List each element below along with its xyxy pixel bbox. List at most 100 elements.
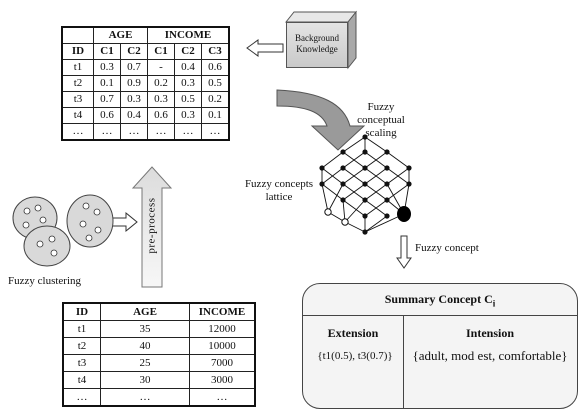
table-cell: … bbox=[201, 123, 230, 141]
lattice-label-line-1: Fuzzy concepts bbox=[244, 178, 314, 190]
lattice-node-hollow bbox=[324, 208, 332, 216]
lattice-label-line-2: lattice bbox=[265, 191, 293, 203]
table-cell: 0.4 bbox=[120, 107, 148, 124]
knowledge-box-side bbox=[347, 10, 357, 70]
table-cell: 0.7 bbox=[93, 91, 121, 108]
intension-label: Intension bbox=[465, 326, 515, 340]
background-knowledge-label-1: Background bbox=[295, 33, 339, 43]
fuzzy-concepts-lattice-label: Fuzzy concepts lattice bbox=[238, 178, 320, 204]
table-cell: 0.3 bbox=[174, 107, 202, 124]
table-header-income: INCOME bbox=[147, 26, 230, 44]
summary-concept-card: Summary Concept Ci Extension Intension {… bbox=[302, 283, 578, 409]
extension-value: {t1(0.5), t3(0.7)} bbox=[317, 350, 393, 362]
table-cell: … bbox=[120, 123, 148, 141]
fuzzy-clustering-label: Fuzzy clustering bbox=[8, 275, 82, 287]
knowledge-box-top bbox=[284, 11, 358, 23]
table-cell: … bbox=[174, 123, 202, 141]
table-cell: 3000 bbox=[189, 371, 256, 389]
preprocess-label: pre-process bbox=[145, 197, 158, 254]
table-cell: 25 bbox=[100, 354, 190, 372]
table-header-age: AGE bbox=[93, 26, 148, 44]
table-cell: t4 bbox=[61, 107, 94, 124]
table-cell: 0.3 bbox=[93, 59, 121, 76]
lattice-edges bbox=[321, 136, 410, 233]
table-cell: … bbox=[147, 123, 175, 141]
table-cell: 0.5 bbox=[174, 91, 202, 108]
table-cell: 0.6 bbox=[201, 59, 230, 76]
table-cell: … bbox=[62, 388, 101, 407]
table-cell: 0.9 bbox=[120, 75, 148, 92]
table-cell: 0.6 bbox=[147, 107, 175, 124]
table-header: AGE bbox=[100, 302, 190, 321]
cluster-points bbox=[22, 202, 102, 257]
table-cell: 0.3 bbox=[120, 91, 148, 108]
cluster-bottom bbox=[23, 225, 71, 267]
cluster-group bbox=[12, 194, 114, 267]
table-header: C3 bbox=[201, 43, 230, 60]
knowledge-arrow bbox=[246, 39, 284, 57]
background-knowledge-box: Background Knowledge bbox=[286, 22, 348, 68]
table-header: C1 bbox=[147, 43, 175, 60]
table-cell: - bbox=[147, 59, 175, 76]
summary-title-text: Summary Concept C bbox=[384, 292, 493, 306]
table-cell: t4 bbox=[62, 371, 101, 389]
summary-divider bbox=[403, 315, 404, 408]
summary-title-subscript: i bbox=[492, 298, 496, 309]
table-sub-header-row: ID C1 C2 C1 C2 C3 bbox=[61, 43, 230, 60]
table-cell: t2 bbox=[62, 337, 101, 355]
table-header bbox=[61, 26, 94, 44]
table-cell: 40 bbox=[100, 337, 190, 355]
intension-value: {adult, mod est, comfortable} bbox=[412, 348, 568, 363]
table-cell: 10000 bbox=[189, 337, 256, 355]
cluster-right bbox=[66, 194, 114, 248]
table-header: C1 bbox=[93, 43, 121, 60]
table-cell: t1 bbox=[61, 59, 94, 76]
table-cell: … bbox=[61, 123, 94, 141]
table-row: ……… bbox=[62, 388, 256, 407]
extension-label: Extension bbox=[327, 326, 379, 340]
lattice-node-hollow bbox=[341, 218, 349, 226]
table-cell: 0.1 bbox=[201, 107, 230, 124]
table-cell: … bbox=[100, 388, 190, 407]
table-header: C2 bbox=[120, 43, 148, 60]
preprocess-arrow bbox=[131, 166, 173, 288]
table-cell: t1 bbox=[62, 320, 101, 338]
cluster-arrow bbox=[110, 211, 138, 233]
fuzzy-conceptual-scaling-label: Fuzzy conceptual scaling bbox=[345, 101, 417, 140]
table-cell: 7000 bbox=[189, 354, 256, 372]
scaling-label-line-1: Fuzzy conceptual bbox=[357, 101, 405, 126]
table-cell: 0.2 bbox=[147, 75, 175, 92]
scaling-arrow bbox=[276, 89, 366, 151]
table-cell: t3 bbox=[62, 354, 101, 372]
table-cell: 0.3 bbox=[174, 75, 202, 92]
table-header: ID bbox=[62, 302, 101, 321]
table-cell: 0.7 bbox=[120, 59, 148, 76]
table-cell: 0.2 bbox=[201, 91, 230, 108]
table-group-header-row: AGE INCOME bbox=[61, 26, 230, 44]
fuzzy-concept-label: Fuzzy concept bbox=[415, 242, 479, 254]
selected-fuzzy-concept-node bbox=[397, 206, 411, 222]
table-cell: 35 bbox=[100, 320, 190, 338]
table-cell: … bbox=[189, 388, 256, 407]
concept-lattice bbox=[319, 134, 412, 235]
table-cell: 30 bbox=[100, 371, 190, 389]
scaling-label-line-2: scaling bbox=[365, 127, 397, 139]
summary-concept-title: Summary Concept Ci bbox=[303, 284, 577, 316]
table-cell: 0.3 bbox=[147, 91, 175, 108]
table-cell: 0.4 bbox=[174, 59, 202, 76]
table-cell: t2 bbox=[61, 75, 94, 92]
table-row: ……………… bbox=[61, 123, 230, 141]
background-knowledge-label-2: Knowledge bbox=[296, 44, 338, 54]
lattice-nodes bbox=[319, 134, 412, 235]
table-header-row: ID AGE INCOME bbox=[62, 302, 256, 321]
table-cell: 0.6 bbox=[93, 107, 121, 124]
table-header: INCOME bbox=[189, 302, 256, 321]
